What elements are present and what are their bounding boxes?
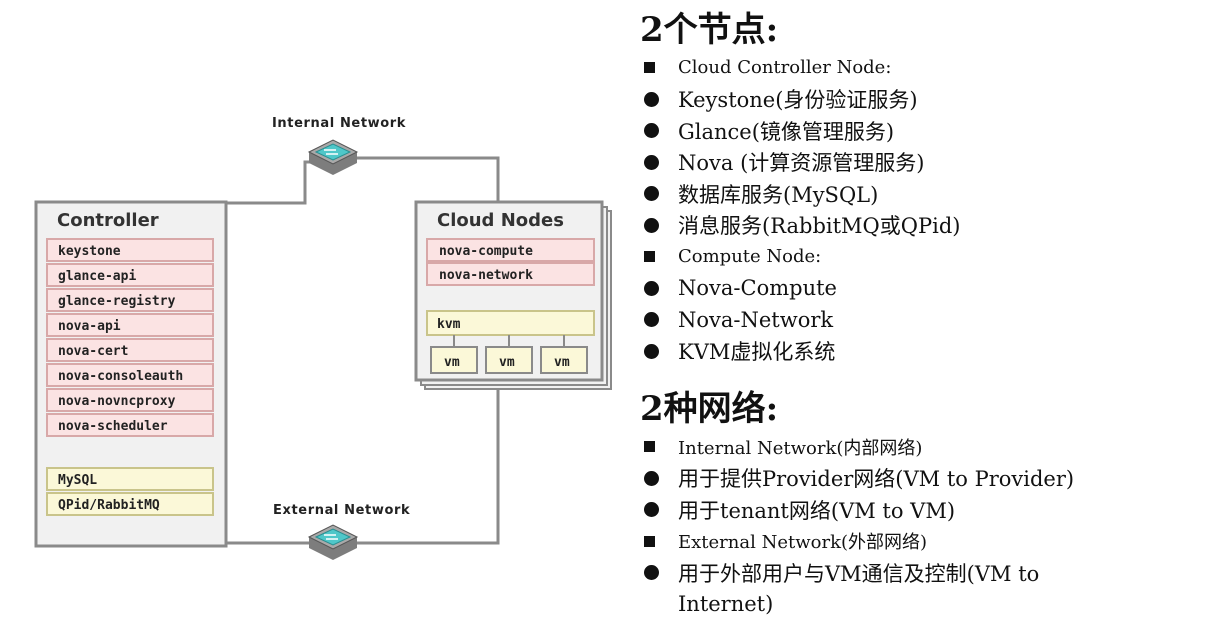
list-item-text: Internal Network(内部网络) bbox=[678, 437, 923, 459]
controller-service-box bbox=[46, 313, 214, 337]
controller-service-label: nova-scheduler bbox=[58, 419, 168, 434]
list-item-text: External Network(外部网络) bbox=[678, 532, 928, 554]
list-item: 用于外部用户与VM通信及控制(VM to bbox=[640, 557, 1200, 589]
list-item: External Network(外部网络) bbox=[640, 526, 1200, 558]
round-bullet-icon bbox=[644, 217, 659, 233]
controller-backend-label: MySQL bbox=[58, 473, 97, 488]
networks-heading: 2种网络: bbox=[640, 389, 779, 429]
controller-service-label: nova-novncproxy bbox=[58, 394, 176, 409]
kvm-box bbox=[426, 310, 595, 336]
vm-label: vm bbox=[554, 355, 570, 370]
list-item-text: Cloud Controller Node: bbox=[678, 57, 892, 79]
cloud-nodes-title: Cloud Nodes bbox=[437, 210, 564, 231]
nodes-list: Cloud Controller Node: Keystone(身份验证服务) Gl… bbox=[640, 52, 1200, 367]
controller-title: Controller bbox=[57, 210, 159, 231]
controller-service-label: glance-registry bbox=[58, 294, 176, 309]
round-bullet-icon bbox=[644, 470, 659, 486]
controller-service-label: keystone bbox=[58, 244, 121, 259]
controller-service-label: nova-api bbox=[58, 319, 121, 334]
list-item-text: 用于tenant网络(VM to VM) bbox=[678, 498, 956, 523]
vm-label: vm bbox=[499, 355, 515, 370]
vm-label: vm bbox=[444, 355, 460, 370]
cloud-service-box bbox=[426, 238, 595, 262]
controller-service-box bbox=[46, 338, 214, 362]
list-item-text: Nova (计算资源管理服务) bbox=[678, 151, 925, 176]
networks-wrap-line: Internet) bbox=[678, 591, 774, 616]
external-switch-icon bbox=[307, 524, 359, 560]
controller-service-box bbox=[46, 363, 214, 387]
list-item-text: 用于提供Provider网络(VM to Provider) bbox=[678, 467, 1075, 492]
internal-network-label: Internal Network bbox=[272, 116, 406, 131]
list-item: Nova-Compute bbox=[640, 273, 1200, 305]
list-item-text: KVM虚拟化系统 bbox=[678, 340, 836, 365]
round-bullet-icon bbox=[644, 565, 659, 581]
controller-backend-box bbox=[46, 492, 214, 516]
cloud-service-box bbox=[426, 262, 595, 286]
controller-service-box bbox=[46, 263, 214, 287]
square-bullet-icon bbox=[644, 62, 655, 74]
list-item: Nova (计算资源管理服务) bbox=[640, 147, 1200, 179]
controller-service-label: glance-api bbox=[58, 269, 136, 284]
list-item: Nova-Network bbox=[640, 304, 1200, 336]
controller-backend-box bbox=[46, 467, 214, 491]
controller-service-label: nova-consoleauth bbox=[58, 369, 183, 384]
round-bullet-icon bbox=[644, 343, 659, 359]
vm-box bbox=[485, 346, 533, 374]
internal-switch-icon bbox=[307, 139, 359, 175]
controller-service-box bbox=[46, 238, 214, 262]
list-item-text: 用于外部用户与VM通信及控制(VM to bbox=[678, 561, 1040, 586]
list-item: Cloud Controller Node: bbox=[640, 52, 1200, 84]
list-item: Compute Node: bbox=[640, 241, 1200, 273]
list-item: 数据库服务(MySQL) bbox=[640, 178, 1200, 210]
networks-list: Internal Network(内部网络) 用于提供Provider网络(VM … bbox=[640, 431, 1200, 589]
controller-service-box bbox=[46, 413, 214, 437]
cloud-service-label: nova-network bbox=[439, 268, 533, 283]
list-item-text: Glance(镜像管理服务) bbox=[678, 119, 895, 144]
list-item: Internal Network(内部网络) bbox=[640, 431, 1200, 463]
square-bullet-icon bbox=[644, 251, 655, 263]
internal-cloud-link bbox=[355, 156, 500, 202]
list-item-text: Nova-Compute bbox=[678, 276, 837, 301]
list-item-text: Keystone(身份验证服务) bbox=[678, 88, 918, 113]
list-item: Keystone(身份验证服务) bbox=[640, 84, 1200, 116]
round-bullet-icon bbox=[644, 154, 659, 170]
round-bullet-icon bbox=[644, 91, 659, 107]
list-item: 用于提供Provider网络(VM to Provider) bbox=[640, 463, 1200, 495]
kvm-label: kvm bbox=[437, 317, 461, 332]
list-item-text: Compute Node: bbox=[678, 246, 822, 268]
controller-backend-label: QPid/RabbitMQ bbox=[58, 498, 160, 513]
list-item: 消息服务(RabbitMQ或QPid) bbox=[640, 210, 1200, 242]
square-bullet-icon bbox=[644, 535, 655, 547]
controller-box: Controller keystone glance-api glance-regi… bbox=[34, 200, 228, 548]
list-item-text: 消息服务(RabbitMQ或QPid) bbox=[678, 214, 961, 239]
cloud-nodes-box: Cloud Nodes nova-compute nova-network kvm… bbox=[414, 200, 612, 390]
vm-box bbox=[540, 346, 588, 374]
list-item: KVM虚拟化系统 bbox=[640, 336, 1200, 368]
network-diagram: Controller keystone glance-api glance-regi… bbox=[34, 116, 612, 560]
round-bullet-icon bbox=[644, 123, 659, 139]
round-bullet-icon bbox=[644, 312, 659, 328]
nodes-heading: 2个节点: bbox=[640, 10, 779, 50]
square-bullet-icon bbox=[644, 441, 655, 453]
controller-internal-link bbox=[225, 160, 320, 205]
vm-box bbox=[430, 346, 478, 374]
cloud-service-label: nova-compute bbox=[439, 244, 533, 259]
round-bullet-icon bbox=[644, 502, 659, 518]
list-item-text: Nova-Network bbox=[678, 307, 834, 332]
round-bullet-icon bbox=[644, 186, 659, 202]
list-item: 用于tenant网络(VM to VM) bbox=[640, 494, 1200, 526]
external-cloud-link bbox=[356, 385, 500, 545]
controller-service-label: nova-cert bbox=[58, 344, 128, 359]
list-item-text: 数据库服务(MySQL) bbox=[678, 182, 879, 207]
list-item: Glance(镜像管理服务) bbox=[640, 115, 1200, 147]
controller-service-box bbox=[46, 388, 214, 412]
round-bullet-icon bbox=[644, 280, 659, 296]
notes-panel: 2个节点: Cloud Controller Node: Keystone(身份验… bbox=[640, 8, 1200, 619]
controller-service-box bbox=[46, 288, 214, 312]
external-network-label: External Network bbox=[273, 503, 410, 518]
